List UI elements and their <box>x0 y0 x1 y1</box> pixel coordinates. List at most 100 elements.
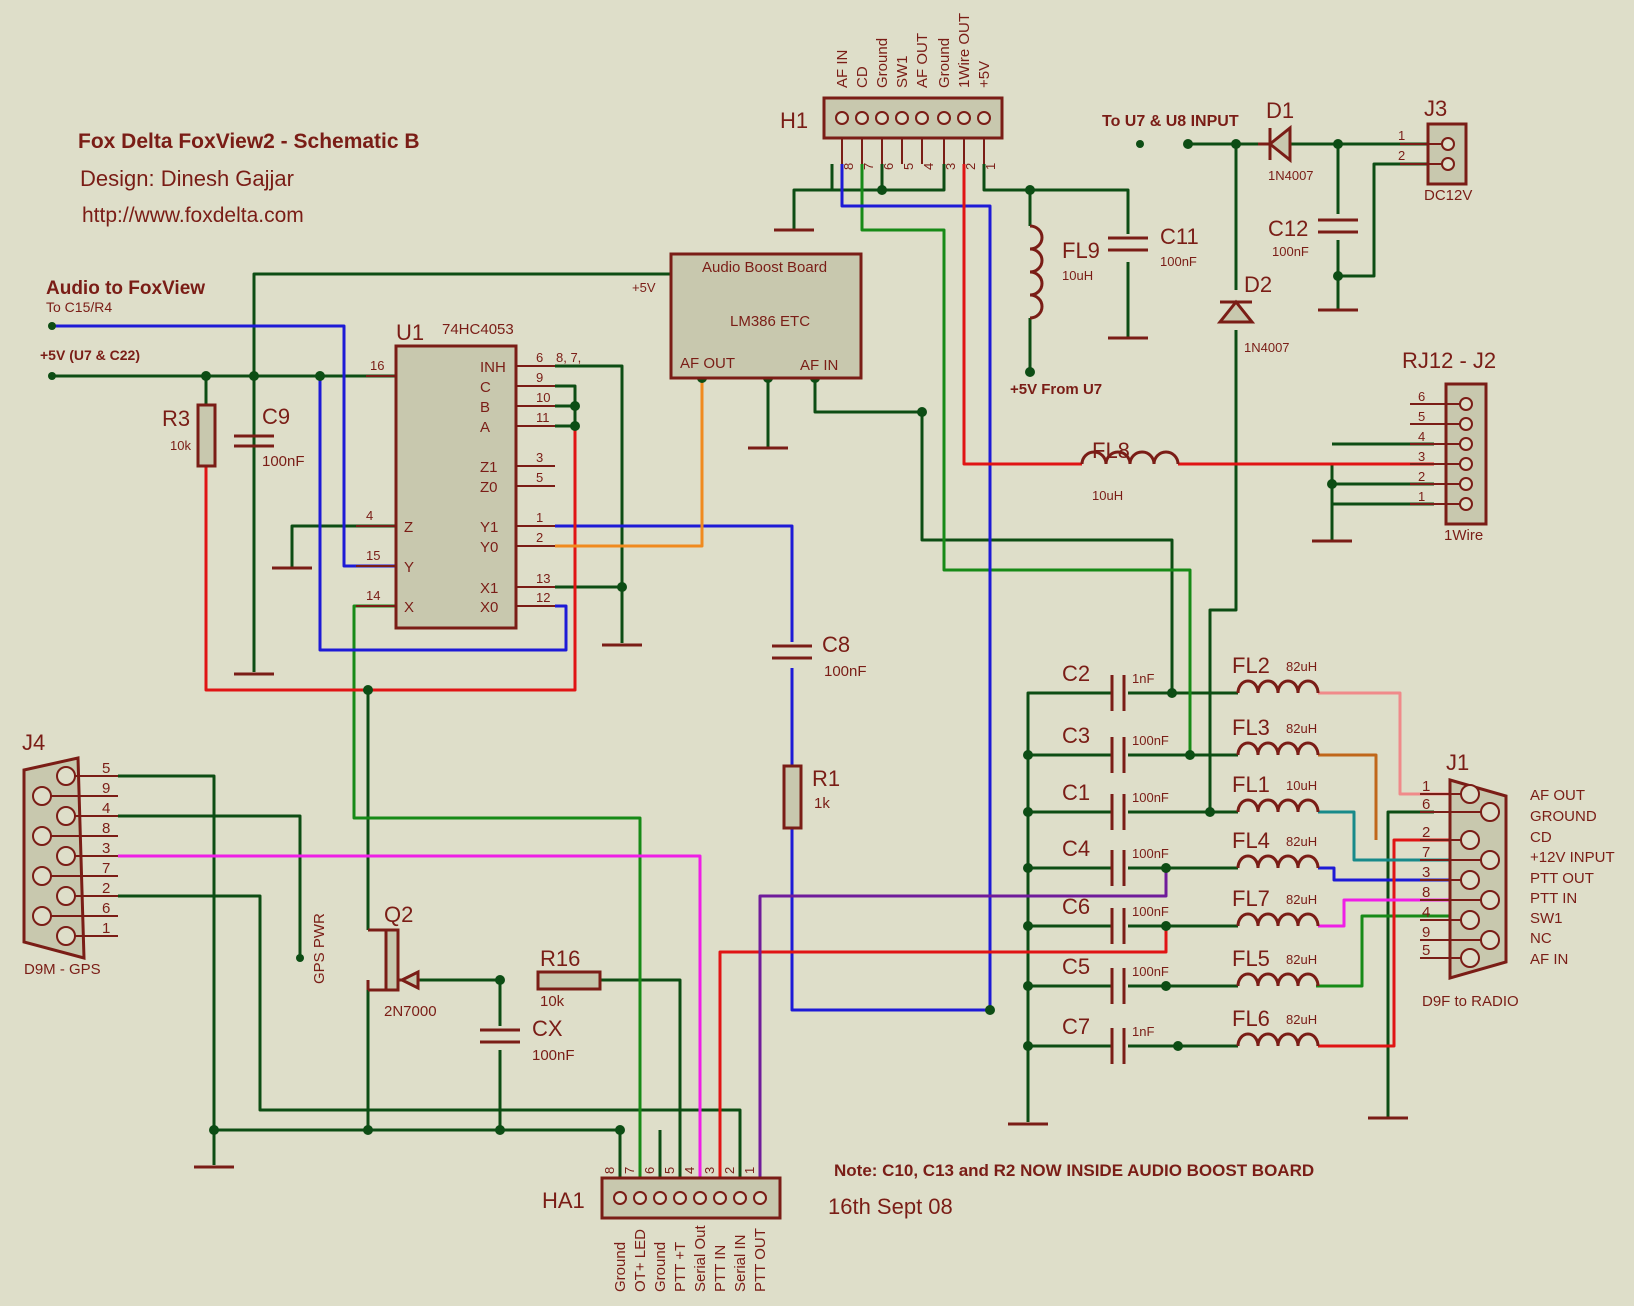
r1-value: 1k <box>814 795 830 812</box>
cx-value: 100nF <box>532 1047 575 1064</box>
board-af-in: AF IN <box>800 357 838 374</box>
j4-pin-number: 2 <box>102 880 110 897</box>
junction-dot <box>1136 140 1144 148</box>
capbank-ref: C3 <box>1062 723 1090 748</box>
ha1-pin-label: PTT OUT <box>752 1228 769 1292</box>
rj12-name: 1Wire <box>1444 527 1483 544</box>
u1-pin-number: 9 <box>536 370 543 385</box>
junction-dot <box>1023 921 1033 931</box>
wire-inh-tie <box>555 364 624 643</box>
wire-j4-5 <box>118 774 216 1165</box>
junction-dot <box>1025 185 1035 195</box>
junction-dot <box>495 975 505 985</box>
q2-ref: Q2 <box>384 902 413 927</box>
wire-ha1-ptt-out <box>758 868 1168 1188</box>
fl9-inductor <box>1029 224 1044 320</box>
c1-capacitor <box>1110 794 1126 830</box>
j1-pin-number: 8 <box>1422 884 1430 901</box>
capbank-value: 1nF <box>1132 1024 1154 1039</box>
website-link[interactable]: http://www.foxdelta.com <box>82 204 304 227</box>
wire-h1-afin <box>840 164 992 1010</box>
h1-pin-number: 8 <box>841 163 856 170</box>
r1-resistor <box>782 764 803 830</box>
wire-r1-down <box>790 828 990 1012</box>
h1-pin-number: 6 <box>881 163 896 170</box>
junction-dot <box>1183 139 1193 149</box>
c8-value: 100nF <box>824 663 867 680</box>
ha1-pin-label: Ground <box>612 1242 629 1292</box>
filter-ref: FL7 <box>1232 886 1270 911</box>
wire-afin-down <box>920 412 1174 693</box>
note-text: Note: C10, C13 and R2 NOW INSIDE AUDIO B… <box>834 1161 1314 1180</box>
junction-dot <box>1333 139 1343 149</box>
u1-pin-number: 13 <box>536 571 550 586</box>
capbank-ref: C5 <box>1062 954 1090 979</box>
wire-fl1-j1 <box>1318 810 1470 862</box>
d1-diode <box>1258 124 1292 164</box>
filter-value: 82uH <box>1286 834 1317 849</box>
j3-pin-1: 1 <box>1398 128 1405 143</box>
c8-capacitor <box>772 644 812 660</box>
schematic-title: Fox Delta FoxView2 - Schematic B <box>78 130 420 153</box>
designer-credit: Design: Dinesh Gajjar <box>80 166 294 191</box>
ha1-header <box>600 1176 782 1220</box>
filter-ref: FL2 <box>1232 653 1270 678</box>
r16-resistor <box>536 970 602 991</box>
ha1-pin-label: Ground <box>652 1242 669 1292</box>
filter-ref: FL4 <box>1232 828 1270 853</box>
junction-dot <box>1023 981 1033 991</box>
wire-fl7-j1 <box>1318 898 1470 928</box>
u1-pin-name: B <box>480 399 490 416</box>
j4-connector <box>22 756 118 960</box>
j4-ref: J4 <box>22 730 45 755</box>
rj12-pin-number: 3 <box>1418 449 1425 464</box>
h1-pin-label: AF OUT <box>914 33 931 88</box>
u1-pin-name: Z <box>404 519 413 536</box>
wire-h1-5v <box>982 164 1130 234</box>
junction-dot <box>1173 1041 1183 1051</box>
j3-name: DC12V <box>1424 187 1472 204</box>
capbank-value: 100nF <box>1132 790 1169 805</box>
capbank-value: 100nF <box>1132 904 1169 919</box>
u1-pin-name: Y1 <box>480 519 498 536</box>
j1-pin-number: 5 <box>1422 942 1430 959</box>
junction-dot <box>570 401 580 411</box>
junction-dot <box>201 371 211 381</box>
ha1-pin-number: 5 <box>662 1167 677 1174</box>
h1-pin-label: Ground <box>874 38 891 88</box>
c2-capacitor <box>1110 675 1126 711</box>
j1-connector <box>1420 778 1508 980</box>
junction-dot <box>48 372 56 380</box>
fl6-inductor <box>1236 1032 1320 1047</box>
wire-5v-loop <box>318 376 568 652</box>
junction-dot <box>985 1005 995 1015</box>
h1-pin-number: 2 <box>963 163 978 170</box>
r16-value: 10k <box>540 993 565 1010</box>
fl9-value: 10uH <box>1062 268 1093 283</box>
j4-pin-number: 6 <box>102 900 110 917</box>
ha1-pin-label: PTT IN <box>712 1245 729 1292</box>
rj12-pin-number: 2 <box>1418 469 1425 484</box>
j4-name: D9M - GPS <box>24 961 101 978</box>
ha1-pin-number: 4 <box>682 1167 697 1174</box>
j1-pin-number: 2 <box>1422 824 1430 841</box>
ha1-pin-label: Serial Out <box>692 1224 709 1292</box>
rj12-ref: RJ12 - J2 <box>1402 348 1496 373</box>
cx-capacitor <box>480 1028 520 1044</box>
wire-r3-down <box>204 426 577 692</box>
junction-dot <box>249 371 259 381</box>
u1-pin-name: X <box>404 599 414 616</box>
j1-signal-label: PTT IN <box>1530 890 1577 907</box>
rj12-pin-number: 4 <box>1418 429 1425 444</box>
j1-signal-label: AF IN <box>1530 951 1568 968</box>
ha1-pin-label: OT+ LED <box>632 1229 649 1292</box>
c6-capacitor <box>1110 908 1126 944</box>
junction-dot <box>363 685 373 695</box>
junction-dot <box>615 1125 625 1135</box>
cx-ref: CX <box>532 1016 563 1041</box>
fl5-inductor <box>1236 972 1320 987</box>
j1-signal-label: AF OUT <box>1530 787 1585 804</box>
j1-pin-number: 7 <box>1422 844 1430 861</box>
junction-dot <box>1023 863 1033 873</box>
u1-pin-name: Z0 <box>480 479 498 496</box>
